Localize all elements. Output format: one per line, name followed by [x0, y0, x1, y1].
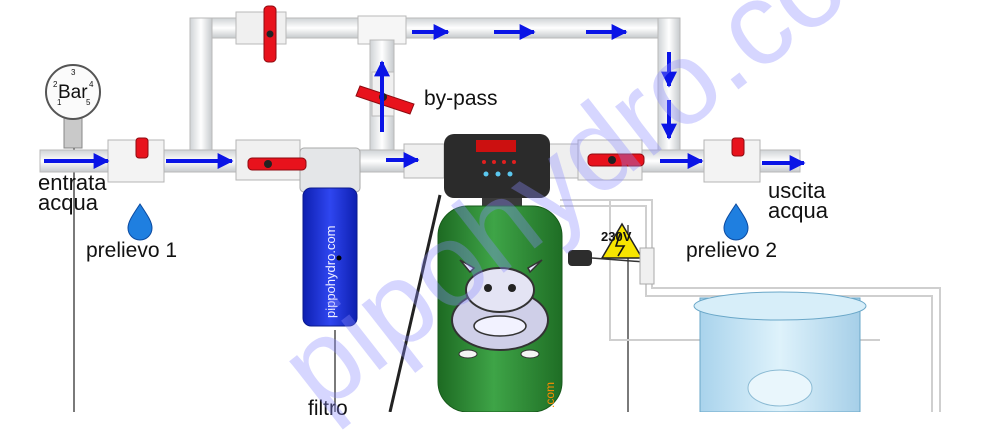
filter-dot: [336, 255, 342, 261]
tank-brand-text: .com: [543, 381, 557, 408]
gauge-tick-2: 2: [53, 80, 58, 89]
tap1-label: prelievo 1: [86, 239, 178, 262]
gauge-tick-3: 3: [71, 68, 76, 77]
pressure-gauge-icon: [45, 64, 101, 120]
gauge-tick-4: 4: [89, 80, 94, 89]
inlet-label-line1: entrata: [38, 170, 107, 195]
control-leds: [482, 160, 516, 164]
cow-mascot-icon: [451, 259, 549, 359]
control-buttons: [483, 171, 513, 177]
brine-tank-lid: [693, 291, 867, 321]
brine-tank-window: [747, 369, 813, 407]
power-plug-icon: [568, 247, 655, 285]
diagram-canvas: [39, 5, 941, 412]
outlet-label-line2: acqua: [768, 198, 828, 223]
filter-head: [299, 147, 361, 193]
outlet-label-line1: uscita: [768, 178, 826, 203]
valve-union-right: [547, 143, 579, 179]
water-drop-icon: [127, 203, 749, 241]
control-display: [476, 140, 516, 152]
outlet-tap-tee: [703, 139, 761, 183]
filter-cartridge: [302, 187, 358, 327]
gauge-stem: [63, 117, 83, 149]
top-valve-body: [235, 11, 287, 45]
tap2-label: prelievo 2: [686, 239, 778, 262]
gauge-unit-label: Bar: [58, 82, 88, 103]
bypass-left-riser: [189, 17, 213, 159]
control-valve-head: [444, 134, 550, 198]
inlet-label-line2: acqua: [38, 190, 98, 215]
flow-arrows: [44, 24, 806, 171]
voltage-label: 230V: [601, 229, 632, 244]
gauge-tick-5: 5: [86, 98, 91, 107]
high-voltage-warning-icon: [600, 222, 644, 259]
gauge-tick-1: 1: [57, 98, 62, 107]
bypass-label: by-pass: [424, 87, 498, 110]
water-softener-diagram: Bar 1 2 3 4 5 entrata acqua prelievo 1 b…: [38, 0, 947, 436]
